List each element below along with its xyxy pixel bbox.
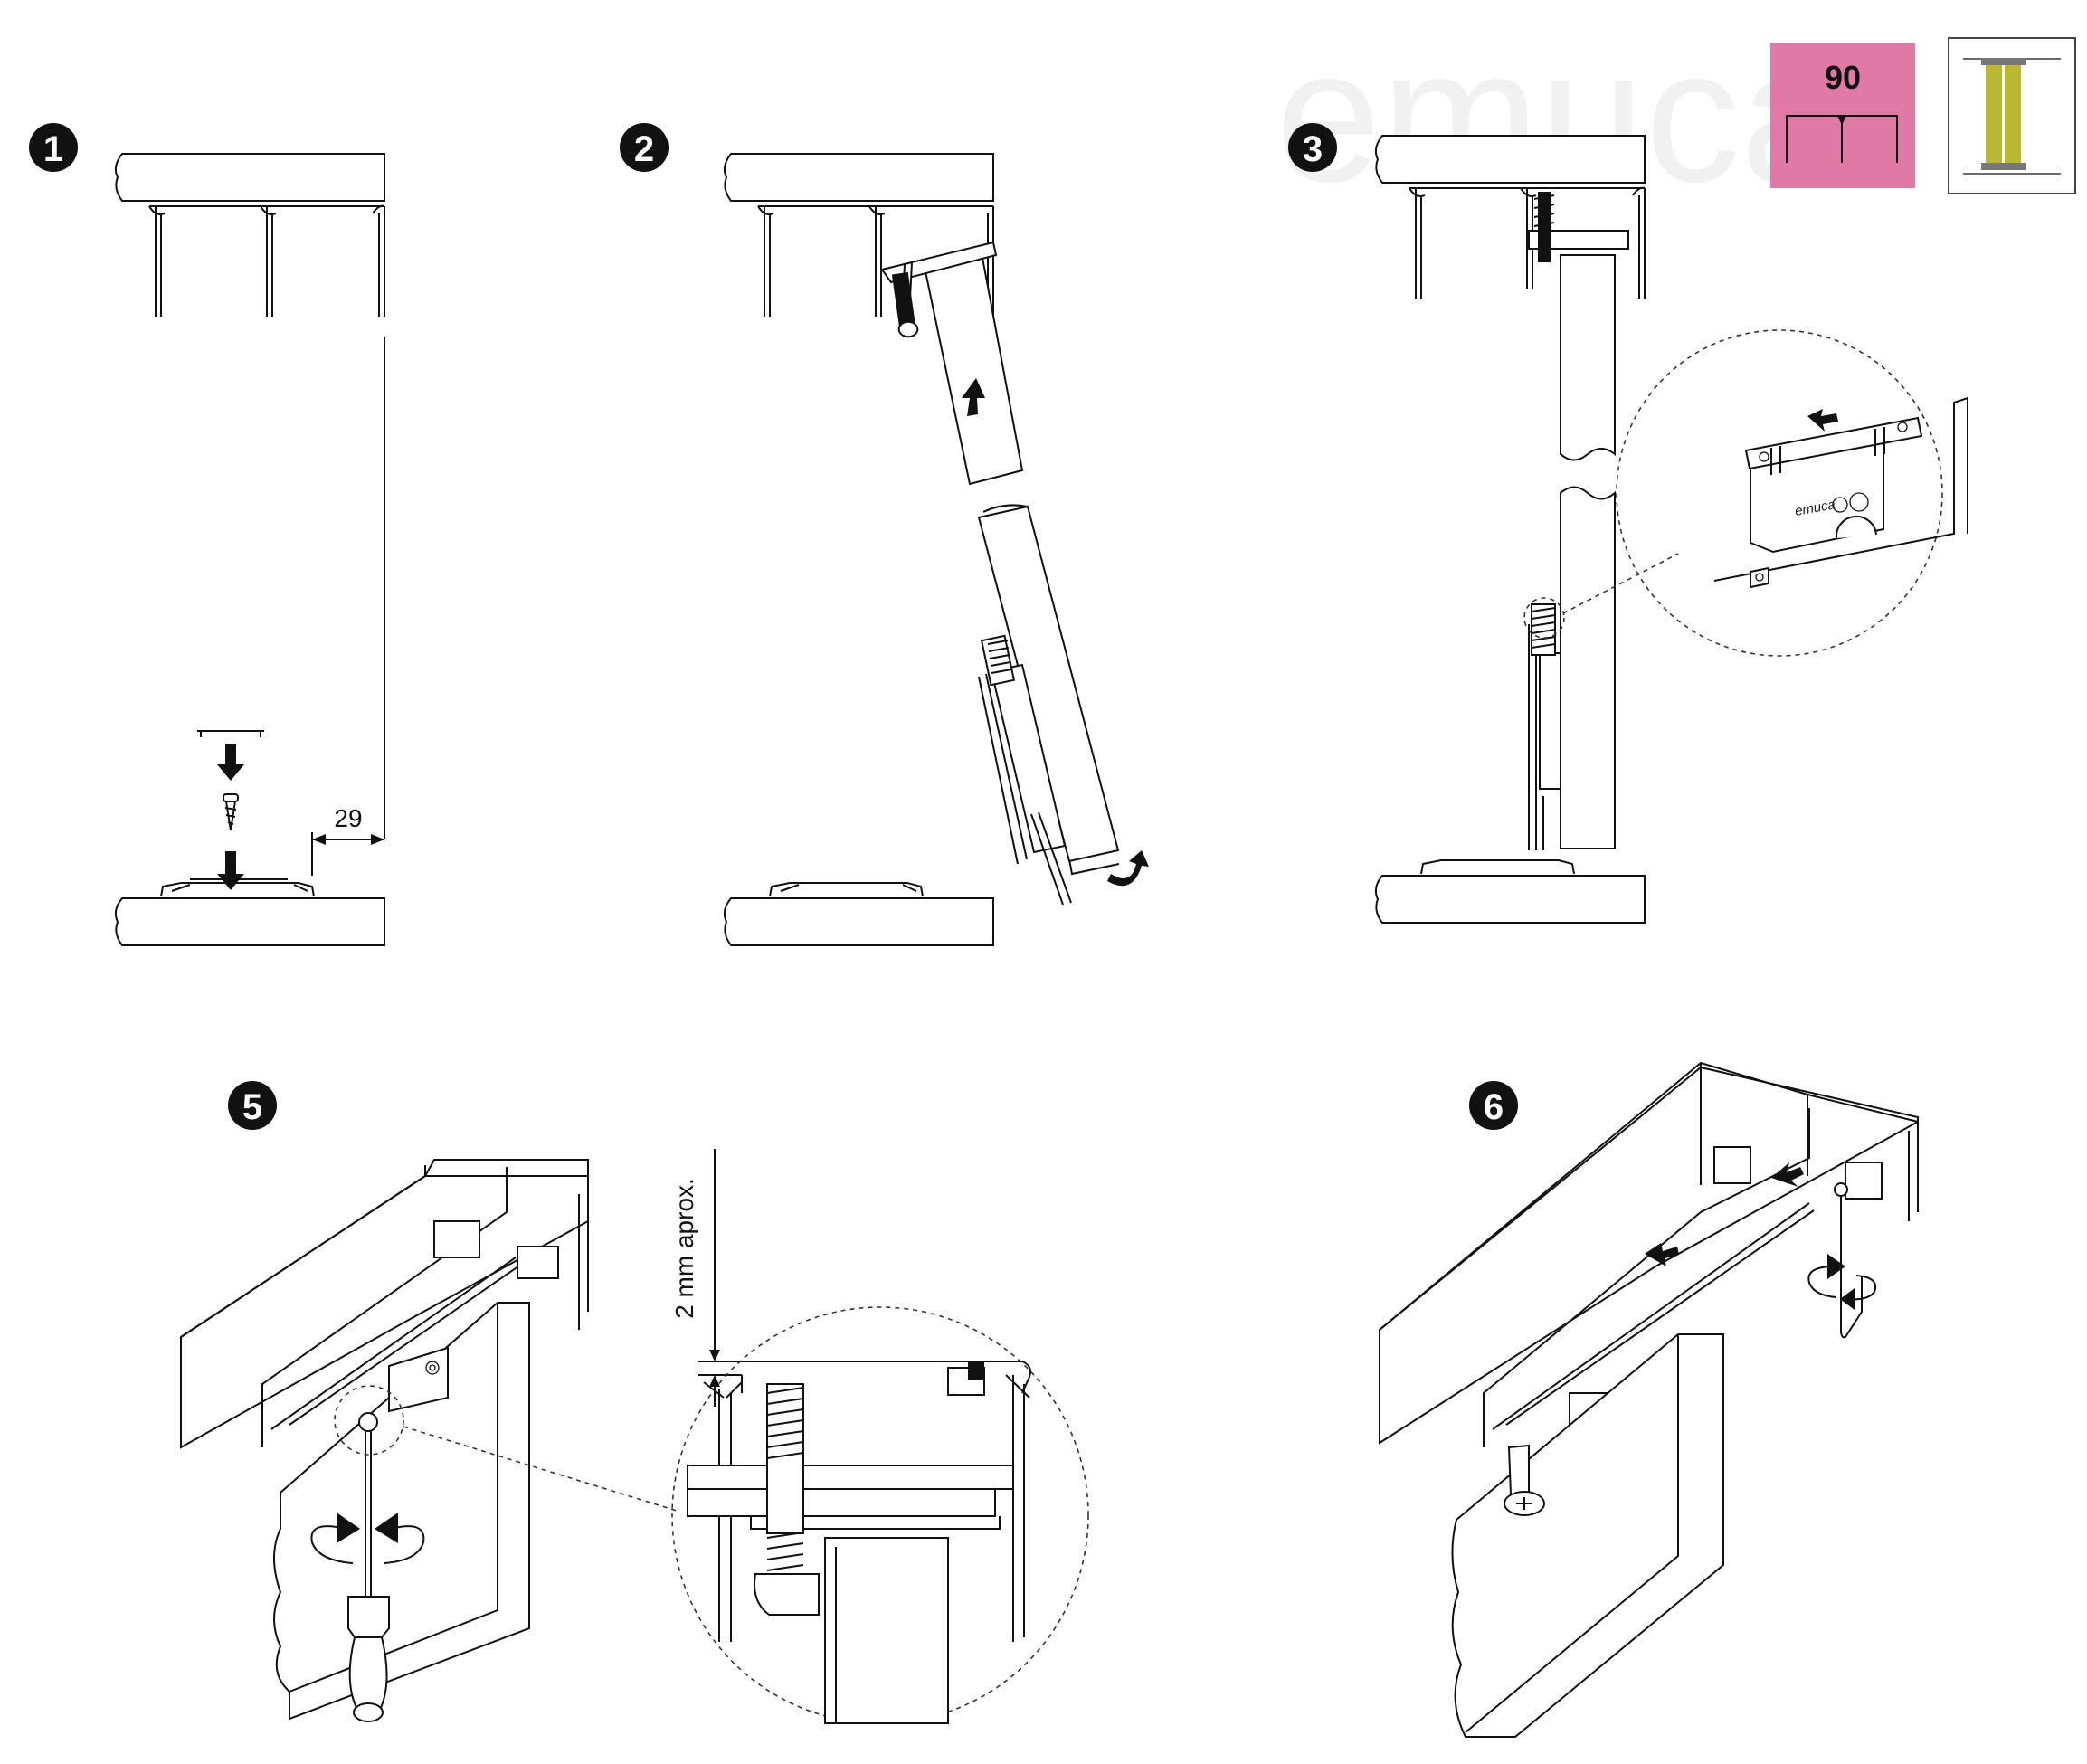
profile-bar-right — [2005, 63, 2021, 165]
step-1-panel: 1 — [29, 123, 385, 946]
arrow-down-icon — [217, 851, 244, 890]
screwdriver-icon — [334, 1385, 404, 1722]
profile-thumbnail — [1948, 37, 2076, 194]
arrow-down-left-icon — [1645, 1243, 1679, 1266]
step-3-marker — [1288, 123, 1337, 172]
door-tilted-upper — [880, 241, 1024, 486]
screw-icon — [1504, 1444, 1545, 1516]
profile-bar-left — [1986, 63, 2002, 165]
rail-perspective — [180, 1159, 589, 1449]
door-perspective — [1451, 1333, 1724, 1738]
dimension-29: 29 — [311, 804, 384, 876]
rotate-arrows-icon — [1807, 1254, 1876, 1310]
floor-board — [1374, 875, 1646, 924]
floor-board — [114, 897, 385, 946]
step-6-panel: 6 — [1379, 1061, 1919, 1738]
step-6-number: 6 — [1484, 1087, 1504, 1127]
step-1-marker — [29, 123, 78, 172]
badge-value: 90 — [1825, 59, 1861, 96]
door-tilted-lower — [977, 504, 1120, 906]
step-5-panel: 5 — [180, 1081, 1089, 1724]
step-5-number: 5 — [242, 1087, 262, 1127]
door-vertical — [1523, 254, 1616, 850]
step-5-marker — [228, 1081, 277, 1130]
dimension-label: 2 mm aprox. — [670, 1178, 698, 1319]
rotate-arrows-icon — [310, 1513, 425, 1564]
detail-magnifier: emuca — [1616, 329, 1968, 657]
top-rail — [1409, 186, 1646, 299]
step-1-number: 1 — [43, 129, 63, 169]
ceiling-board — [1374, 135, 1646, 184]
arrow-up-right-icon — [1771, 1162, 1804, 1187]
bottom-guide — [769, 882, 924, 897]
step-6-marker — [1469, 1081, 1518, 1130]
screw-icon — [223, 793, 239, 831]
bottom-guide — [1420, 859, 1575, 875]
step-2-number: 2 — [634, 129, 654, 169]
step-2-marker — [620, 123, 669, 172]
top-rail — [148, 204, 385, 317]
detail-magnifier — [671, 1306, 1089, 1724]
ceiling-board — [114, 153, 385, 202]
profile-size-badge: 90 — [1770, 43, 1915, 188]
arrow-left-icon — [1807, 409, 1838, 432]
floor-board — [723, 897, 994, 946]
ceiling-board — [723, 153, 994, 202]
step-3-number: 3 — [1303, 129, 1323, 169]
dimension-label: 29 — [334, 804, 362, 832]
top-hardware — [1528, 192, 1629, 262]
allen-key-icon — [1834, 1182, 1863, 1339]
arrow-up-icon — [962, 378, 985, 416]
rotate-arrow-icon — [1107, 850, 1149, 887]
arrow-down-icon — [217, 744, 244, 781]
dimension-2mm: 2 mm aprox. — [670, 1149, 742, 1407]
guide-cap — [197, 730, 264, 737]
step-3-panel: 3 — [1288, 123, 1968, 924]
watermark-text: emuca — [1276, 9, 1846, 222]
step-2-panel: 2 — [620, 123, 1149, 946]
